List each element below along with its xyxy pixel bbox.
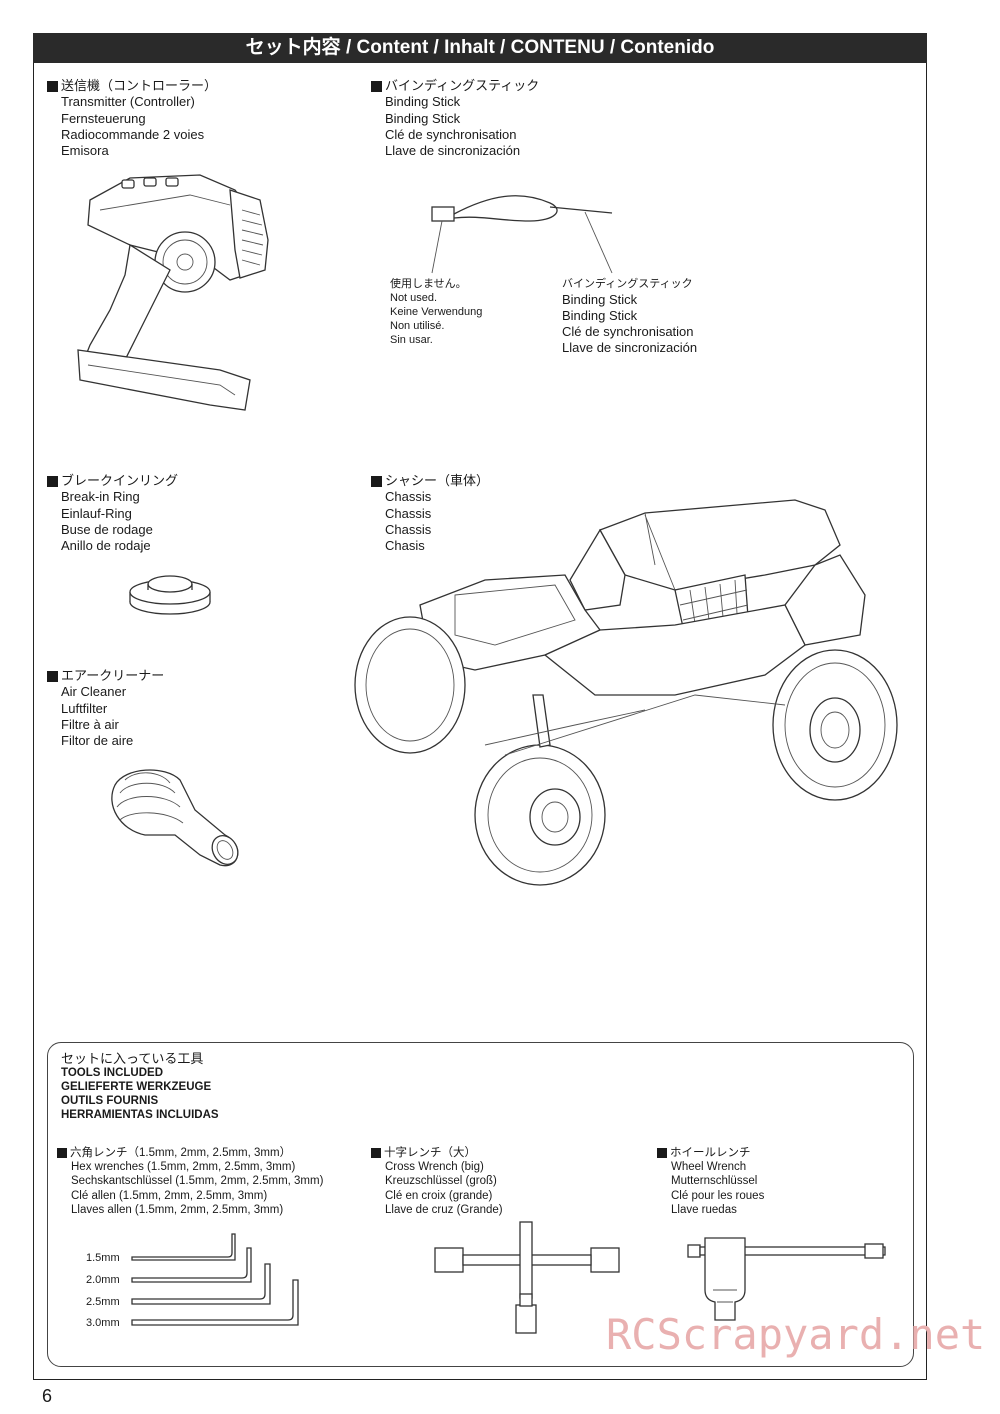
chassis-item: シャシー（車体） Chassis Chassis Chassis Chasis xyxy=(371,473,489,554)
watermark: RCScrapyard.net xyxy=(606,1310,986,1359)
binding-stick-item: バインディングスティック Binding Stick Binding Stick… xyxy=(371,78,539,159)
air-cleaner-es: Filtor de aire xyxy=(61,733,134,749)
cross-wrench-jp: 十字レンチ（大） xyxy=(384,1147,476,1159)
binding-stick-illustration xyxy=(431,195,613,274)
bullet-square-icon xyxy=(47,80,58,92)
not-used-de: Keine Verwendung xyxy=(390,306,483,318)
chassis-es: Chasis xyxy=(385,538,425,554)
binding-stick-label-jp: バインディングスティック xyxy=(562,278,693,290)
bullet-square-icon xyxy=(371,1148,381,1159)
transmitter-item: 送信機（コントローラー） Transmitter (Controller) Fe… xyxy=(47,78,217,159)
hex-wrench-item: 六角レンチ（1.5mm, 2mm, 2.5mm, 3mm） Hex wrench… xyxy=(57,1146,323,1217)
transmitter-de: Fernsteuerung xyxy=(61,110,146,126)
wheel-wrench-illustration xyxy=(687,1237,886,1321)
cross-wrench-de: Kreuzschlüssel (groß) xyxy=(385,1175,497,1188)
transmitter-es: Emisora xyxy=(61,143,109,159)
wheel-wrench-item: ホイールレンチ Wheel Wrench Mutternschlüssel Cl… xyxy=(657,1146,764,1217)
chassis-illustration xyxy=(354,499,898,886)
not-used-en: Not used. xyxy=(390,292,438,304)
air-cleaner-en: Air Cleaner xyxy=(61,684,127,700)
hex-size-1-5: 1.5mm xyxy=(86,1252,120,1264)
tools-heading-es: HERRAMIENTAS INCLUIDAS xyxy=(61,1109,219,1121)
break-in-ring-fr: Buse de rodage xyxy=(61,521,153,537)
tools-heading: セットに入っている工具 TOOLS INCLUDED GELIEFERTE WE… xyxy=(61,1052,219,1122)
air-cleaner-item: エアークリーナー Air Cleaner Luftfilter Filtre à… xyxy=(47,668,164,749)
hex-wrench-de: Sechskantschlüssel (1.5mm, 2mm, 2.5mm, 3… xyxy=(71,1175,324,1188)
hex-size-3-0: 3.0mm xyxy=(86,1317,120,1329)
page-title: セット内容 / Content / Inhalt / CONTENU / Con… xyxy=(33,33,927,63)
transmitter-illustration xyxy=(77,174,269,411)
cross-wrench-fr: Clé en croix (grande) xyxy=(385,1189,493,1202)
chassis-en: Chassis xyxy=(385,489,432,505)
binding-stick-label-es: Llave de sincronización xyxy=(562,340,698,355)
break-in-ring-jp: ブレークインリング xyxy=(61,473,179,488)
bullet-square-icon xyxy=(47,670,58,682)
transmitter-en: Transmitter (Controller) xyxy=(61,94,195,110)
chassis-fr: Chassis xyxy=(385,521,432,537)
air-cleaner-de: Luftfilter xyxy=(61,700,108,716)
transmitter-fr: Radiocommande 2 voies xyxy=(61,126,205,142)
break-in-ring-en: Break-in Ring xyxy=(61,489,140,505)
cross-wrench-illustration xyxy=(434,1221,620,1334)
binding-stick-es: Llave de sincronización xyxy=(385,143,521,159)
bullet-square-icon xyxy=(47,475,58,487)
not-used-fr: Non utilisé. xyxy=(390,320,445,332)
hex-wrench-fr: Clé allen (1.5mm, 2mm, 2.5mm, 3mm) xyxy=(71,1189,268,1202)
tools-heading-jp: セットに入っている工具 xyxy=(61,1051,204,1066)
tools-heading-de: GELIEFERTE WERKZEUGE xyxy=(61,1081,212,1093)
cross-wrench-es: Llave de cruz (Grande) xyxy=(385,1203,503,1216)
binding-stick-fr: Clé de synchronisation xyxy=(385,126,517,142)
tools-heading-en: TOOLS INCLUDED xyxy=(61,1067,164,1079)
bullet-square-icon xyxy=(657,1148,667,1159)
chassis-de: Chassis xyxy=(385,505,432,521)
wheel-wrench-es: Llave ruedas xyxy=(671,1203,737,1216)
not-used-es: Sin usar. xyxy=(390,334,433,346)
binding-stick-label-de: Binding Stick xyxy=(562,308,638,323)
air-cleaner-illustration xyxy=(111,769,239,867)
break-in-ring-es: Anillo de rodaje xyxy=(61,538,151,554)
hex-wrench-en: Hex wrenches (1.5mm, 2mm, 2.5mm, 3mm) xyxy=(71,1161,296,1174)
not-used-label: 使用しません。 Not used. Keine Verwendung Non u… xyxy=(390,277,482,347)
hex-wrench-es: Llaves allen (1.5mm, 2mm, 2.5mm, 3mm) xyxy=(71,1203,284,1216)
break-in-ring-de: Einlauf-Ring xyxy=(61,505,132,521)
binding-stick-label-fr: Clé de synchronisation xyxy=(562,324,694,339)
hex-wrenches-illustration xyxy=(131,1233,299,1326)
chassis-jp: シャシー（車体） xyxy=(385,473,490,488)
bullet-square-icon xyxy=(371,475,382,487)
break-in-ring-item: ブレークインリング Break-in Ring Einlauf-Ring Bus… xyxy=(47,473,178,554)
not-used-jp: 使用しません。 xyxy=(390,278,467,290)
break-in-ring-illustration xyxy=(129,575,211,615)
wheel-wrench-jp: ホイールレンチ xyxy=(670,1147,751,1159)
hex-size-2-5: 2.5mm xyxy=(86,1296,120,1308)
wheel-wrench-de: Mutternschlüssel xyxy=(671,1175,758,1188)
binding-stick-de: Binding Stick xyxy=(385,110,461,126)
hex-wrench-jp: 六角レンチ（1.5mm, 2mm, 2.5mm, 3mm） xyxy=(70,1147,292,1159)
bullet-square-icon xyxy=(371,80,382,92)
binding-stick-en: Binding Stick xyxy=(385,94,461,110)
binding-stick-label-en: Binding Stick xyxy=(562,292,638,307)
tools-box xyxy=(47,1042,914,1367)
hex-size-2-0: 2.0mm xyxy=(86,1274,120,1286)
page-number: 6 xyxy=(42,1386,53,1406)
tools-heading-fr: OUTILS FOURNIS xyxy=(61,1095,159,1107)
binding-stick-label: バインディングスティック Binding Stick Binding Stick… xyxy=(562,276,697,356)
cross-wrench-item: 十字レンチ（大） Cross Wrench (big) Kreuzschlüss… xyxy=(371,1146,503,1217)
binding-stick-jp: バインディングスティック xyxy=(385,78,540,93)
cross-wrench-en: Cross Wrench (big) xyxy=(385,1161,484,1174)
wheel-wrench-fr: Clé pour les roues xyxy=(671,1189,765,1202)
transmitter-jp: 送信機（コントローラー） xyxy=(61,78,218,93)
wheel-wrench-en: Wheel Wrench xyxy=(671,1161,747,1174)
bullet-square-icon xyxy=(57,1148,67,1159)
air-cleaner-jp: エアークリーナー xyxy=(61,668,165,683)
air-cleaner-fr: Filtre à air xyxy=(61,716,119,732)
